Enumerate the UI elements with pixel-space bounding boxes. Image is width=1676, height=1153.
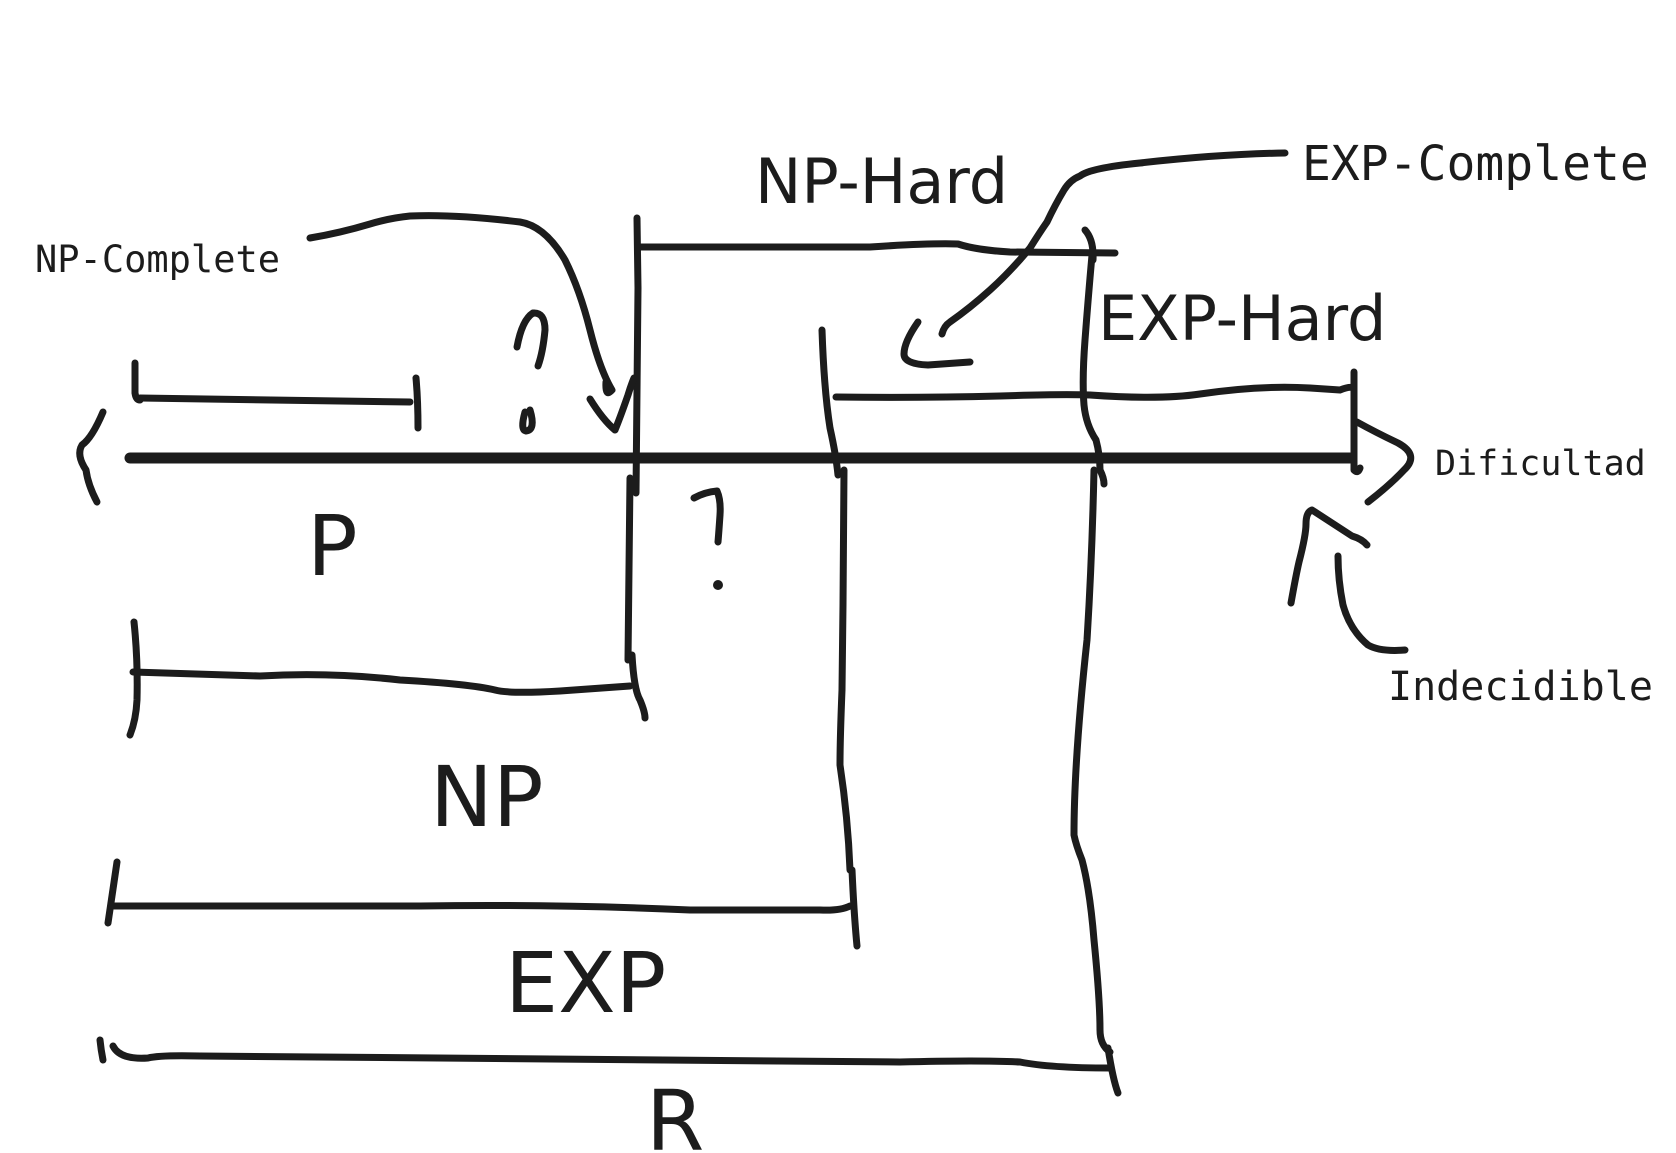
exp-complete-hook xyxy=(900,318,974,369)
class-label-r: R xyxy=(646,1072,704,1153)
np-hard-label: NP-Hard xyxy=(755,145,1008,218)
question-mark-np-dot xyxy=(713,580,723,590)
np-complete-callout xyxy=(306,212,616,397)
p-left-tick xyxy=(131,359,144,404)
indecidible-label: Indecidible xyxy=(1388,664,1653,710)
exp-hard-label: EXP-Hard xyxy=(1098,282,1386,355)
question-mark-np-curve xyxy=(690,487,724,546)
axis-label: Dificultad xyxy=(1435,444,1646,484)
exp-hard-end-tick xyxy=(1350,368,1364,476)
axis-left-brace xyxy=(76,408,107,506)
np-complete-checkmark xyxy=(586,374,638,434)
np-complete-label: NP-Complete xyxy=(35,238,280,281)
exp-boundary-upper xyxy=(818,326,842,479)
np-left-tick xyxy=(126,618,141,739)
exp-right-tick xyxy=(848,866,861,950)
np-range-bar xyxy=(129,668,634,696)
exp-complete-label: EXP-Complete xyxy=(1302,136,1649,192)
exp-left-tick xyxy=(104,858,121,927)
p-range-bar xyxy=(136,394,414,406)
indecidible-callout xyxy=(1334,552,1409,654)
exp-complete-callout xyxy=(938,149,1289,338)
exp-range-bar xyxy=(110,902,854,914)
decidable-boundary-upper xyxy=(1079,251,1108,488)
r-left-tick xyxy=(96,1036,107,1064)
p-right-tick xyxy=(412,374,422,432)
question-mark-p-np-curve xyxy=(513,309,549,370)
r-range-bar xyxy=(109,1042,1114,1072)
np-hard-range-bar xyxy=(637,240,1119,257)
decidable-boundary-lower xyxy=(1070,466,1114,1056)
class-label-exp: EXP xyxy=(505,934,666,1032)
indecidible-arrow xyxy=(1287,506,1371,607)
question-mark-p-np-dot xyxy=(519,406,536,435)
np-right-tick xyxy=(628,651,649,722)
np-hard-boundary-lower xyxy=(624,474,634,664)
class-label-np: NP xyxy=(430,748,544,846)
exp-boundary-lower xyxy=(836,466,854,874)
np-hard-boundary-upper xyxy=(632,214,642,497)
class-label-p: P xyxy=(307,497,358,595)
exp-hard-range-bar xyxy=(832,383,1358,401)
axis-arrowhead xyxy=(1353,418,1415,506)
